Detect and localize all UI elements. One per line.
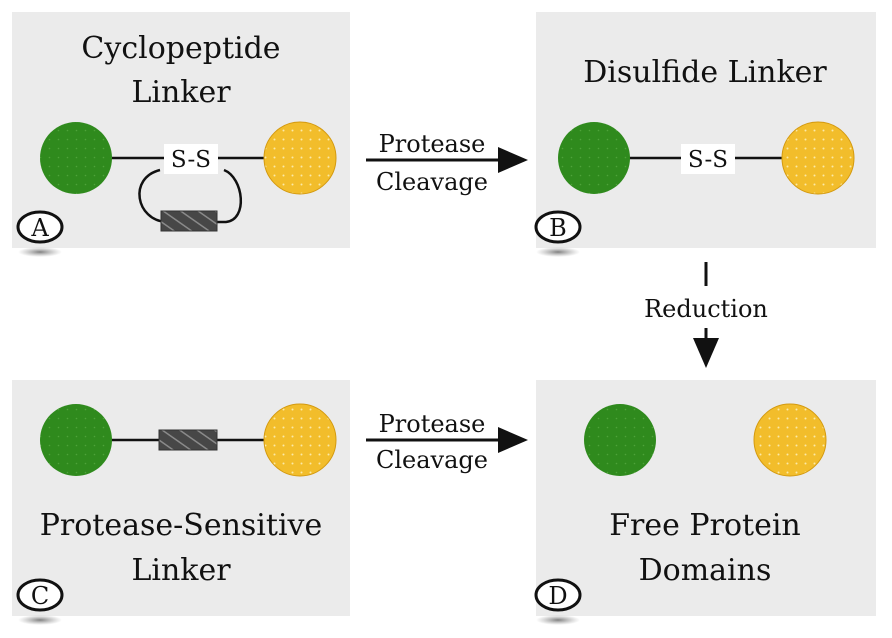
panel-b: Disulfide Linker S-S B <box>534 12 876 257</box>
arrow-a-to-b-label-line-1: Protease <box>379 130 486 158</box>
panel-c-badge-shadow <box>18 615 62 625</box>
panel-c-green-domain-icon <box>40 404 112 476</box>
panel-c-yellow-domain-icon <box>263 403 337 477</box>
arrow-c-to-d-label-line-2: Cleavage <box>376 446 488 474</box>
panel-d-badge-label: D <box>548 582 567 610</box>
panel-c-badge-label: C <box>31 582 49 610</box>
panel-a-title-line-1: Cyclopeptide <box>81 31 280 66</box>
panel-a-badge-label: A <box>30 214 49 242</box>
arrow-b-to-d: Reduction <box>644 262 768 368</box>
panel-b-green-domain-icon <box>558 122 630 194</box>
panel-a-green-domain-icon <box>40 122 112 194</box>
panel-c-cleavage-site-icon <box>158 429 218 451</box>
panel-a-badge-shadow <box>18 247 62 257</box>
arrow-a-to-b: Protease Cleavage <box>366 130 528 196</box>
arrow-c-to-d: Protease Cleavage <box>366 410 528 474</box>
panel-b-badge-label: B <box>549 214 567 242</box>
panel-b-ss-label-bg <box>681 144 735 174</box>
panel-d-title-line-2: Domains <box>639 553 772 588</box>
arrow-c-to-d-label-line-1: Protease <box>379 410 486 438</box>
arrow-b-to-d-head <box>693 338 719 368</box>
panel-b-badge <box>534 210 582 244</box>
panel-d-yellow-domain-icon <box>753 403 827 477</box>
panel-a: Cyclopeptide Linker S-S A <box>12 12 350 257</box>
panel-b-yellow-domain-icon <box>781 121 855 195</box>
panel-a-title-line-2: Linker <box>131 75 231 110</box>
panel-a-yellow-domain-icon <box>263 121 337 195</box>
panel-b-badge-shadow <box>536 247 580 257</box>
arrow-a-to-b-label-line-2: Cleavage <box>376 168 488 196</box>
panel-d-green-domain-icon <box>584 404 656 476</box>
panel-c-title-line-2: Linker <box>131 553 231 588</box>
panel-b-title: Disulfide Linker <box>583 55 827 90</box>
panel-d-badge-shadow <box>536 615 580 625</box>
panel-a-badge <box>16 210 64 244</box>
panel-d-title-line-1: Free Protein <box>609 508 801 543</box>
panel-b-disulfide-label: S-S <box>688 147 728 173</box>
panel-c-title-line-1: Protease-Sensitive <box>40 508 323 543</box>
arrow-c-to-d-head <box>498 427 528 453</box>
panel-d: Free Protein Domains D <box>534 380 876 625</box>
panel-a-cleavage-site-icon <box>160 210 218 232</box>
panel-a-ss-label-bg <box>164 144 218 174</box>
arrow-a-to-b-head <box>498 147 528 173</box>
panel-c-badge <box>16 578 64 612</box>
panel-d-badge <box>534 578 582 612</box>
panel-a-disulfide-label: S-S <box>171 147 211 173</box>
arrow-b-to-d-label: Reduction <box>644 295 768 323</box>
panel-c: Protease-Sensitive Linker C <box>12 380 350 625</box>
